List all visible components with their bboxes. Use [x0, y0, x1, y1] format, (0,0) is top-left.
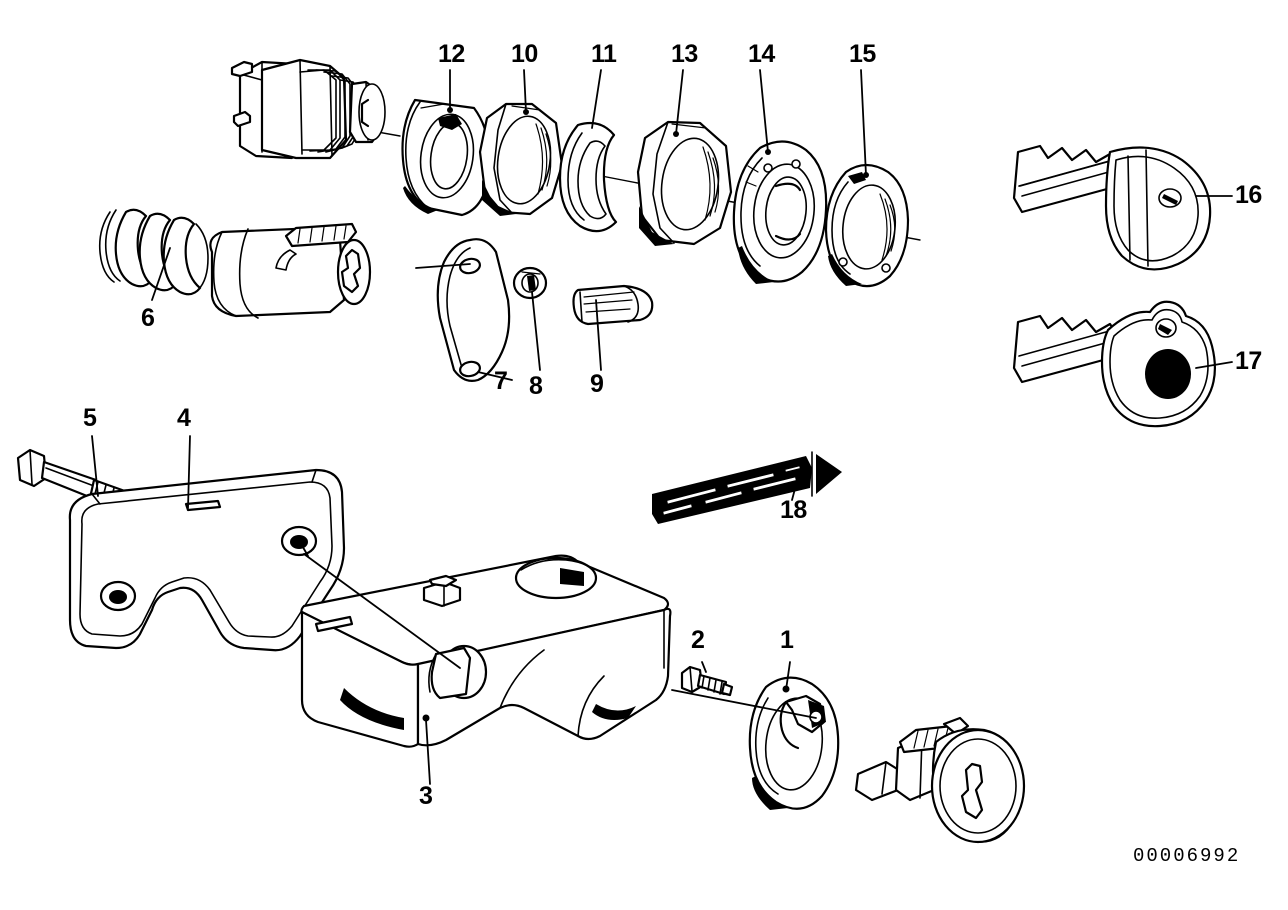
part-11-c-clip-washer: [558, 121, 618, 233]
part-17-key-with-emblem: [1012, 300, 1217, 428]
callout-11: 11: [591, 40, 617, 68]
part-10-hex-nut: [478, 102, 564, 216]
part-12-spacer-bushing: [401, 98, 491, 217]
callout-5: 5: [83, 404, 97, 432]
part-13-hex-nut-large: [636, 120, 733, 246]
callout-3: 3: [419, 782, 433, 810]
part-3-lock-housing-bracket: [300, 554, 672, 748]
part-1-lock-collar-ring: [748, 676, 840, 810]
callout-8: 8: [529, 372, 543, 400]
nut-inner-threads: [535, 123, 552, 195]
ignition-switch-body: [230, 58, 386, 160]
part-14-flanged-lock-ring: [732, 140, 828, 284]
callout-16: 16: [1235, 181, 1262, 209]
lock-cylinder-barrel: [209, 222, 372, 319]
part-8-washer: [512, 266, 548, 300]
part-15-threaded-ring-nut: [824, 163, 910, 288]
part-4-mounting-plate: [68, 468, 346, 652]
nut13-inner-threads: [702, 146, 720, 221]
part-18-coded-key-strip: [652, 451, 842, 524]
ring15-threads: [879, 193, 896, 261]
leader-lines: [91, 69, 1233, 785]
part-9-dowel-pin: [572, 284, 654, 326]
part-6-circlip-ring-set: [98, 208, 209, 296]
diagram-id-label: 00006992: [1133, 845, 1241, 867]
part-2-fixing-screw: [680, 665, 734, 697]
part-7-retaining-plate: [436, 238, 511, 382]
callout-13: 13: [671, 40, 698, 68]
callout-9: 9: [590, 370, 604, 398]
part-16-key-plain: [1012, 144, 1212, 271]
callout-7: 7: [494, 367, 508, 395]
callout-15: 15: [849, 40, 876, 68]
callout-14: 14: [748, 40, 775, 68]
callout-2: 2: [691, 626, 705, 654]
callout-4: 4: [177, 404, 191, 432]
screw-thread: [701, 675, 723, 695]
callout-18: 18: [780, 496, 807, 524]
callout-6: 6: [141, 304, 155, 332]
callout-17: 17: [1235, 347, 1262, 375]
callout-1: 1: [780, 626, 794, 654]
callout-10: 10: [511, 40, 538, 68]
lock-cylinder-round: [854, 716, 1026, 844]
callout-12: 12: [438, 40, 465, 68]
